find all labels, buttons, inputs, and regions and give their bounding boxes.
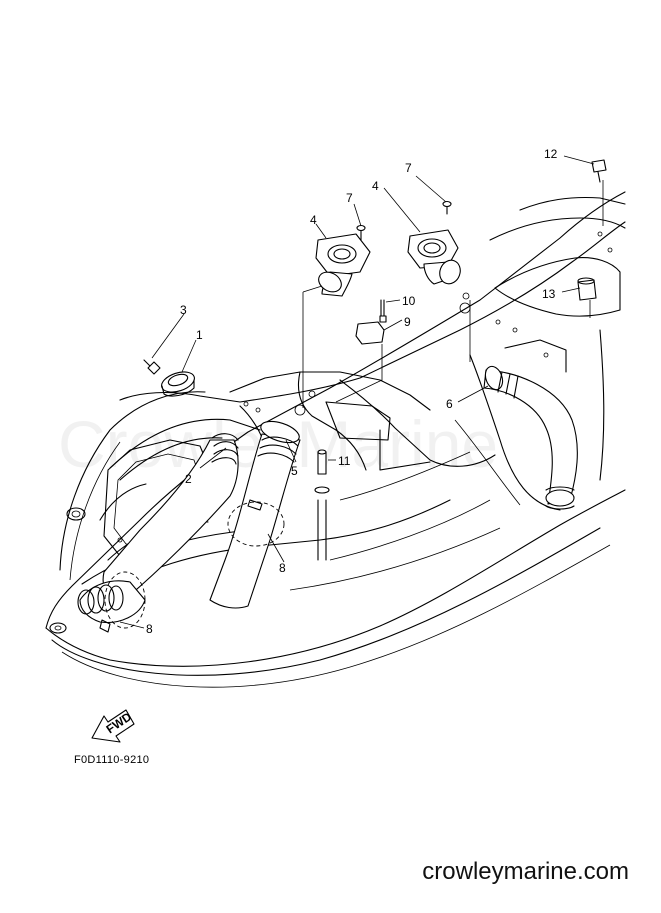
callout-3: 3 <box>180 303 187 317</box>
fwd-arrow-icon: FWD <box>91 709 135 743</box>
callout-1: 1 <box>196 328 203 342</box>
callout-5: 5 <box>291 464 298 478</box>
part-13-fitting <box>577 277 597 301</box>
callout-7-left: 7 <box>346 191 353 205</box>
callout-4-left: 4 <box>310 213 317 227</box>
part-5-intake-hose <box>209 420 301 609</box>
part-6-rear-hose <box>483 365 578 510</box>
callout-12: 12 <box>544 147 558 161</box>
callout-6: 6 <box>446 397 453 411</box>
callout-4-right: 4 <box>372 179 379 193</box>
part-12-bolt <box>591 159 607 183</box>
part-11-drain <box>314 449 330 561</box>
callout-11: 11 <box>338 454 351 468</box>
part-7-screws <box>356 200 452 241</box>
part-1-grommet <box>161 371 195 397</box>
part-9-plug <box>355 321 385 345</box>
part-2-front-duct <box>102 433 239 603</box>
part-3-rivet <box>143 359 161 375</box>
callout-7-right: 7 <box>405 161 412 175</box>
site-credit: crowleymarine.com <box>422 858 629 885</box>
callout-2: 2 <box>185 472 192 486</box>
callout-8-lower: 8 <box>146 622 153 636</box>
part-4-elbow-left <box>315 233 371 297</box>
callout-8-upper: 8 <box>279 561 286 575</box>
part-4-elbow-right <box>407 229 461 285</box>
part-10-pin <box>379 299 387 323</box>
callout-13: 13 <box>542 287 556 301</box>
callout-labels: 3 1 2 4 4 5 6 7 7 8 8 9 10 11 12 13 <box>146 147 558 636</box>
diagram-code: F0D1110-9210 <box>74 754 150 766</box>
callout-10: 10 <box>402 294 416 308</box>
callout-9: 9 <box>404 315 411 329</box>
part-8-clamps <box>99 499 285 633</box>
part-front-bellows <box>77 580 146 624</box>
leader-lines <box>119 155 604 629</box>
